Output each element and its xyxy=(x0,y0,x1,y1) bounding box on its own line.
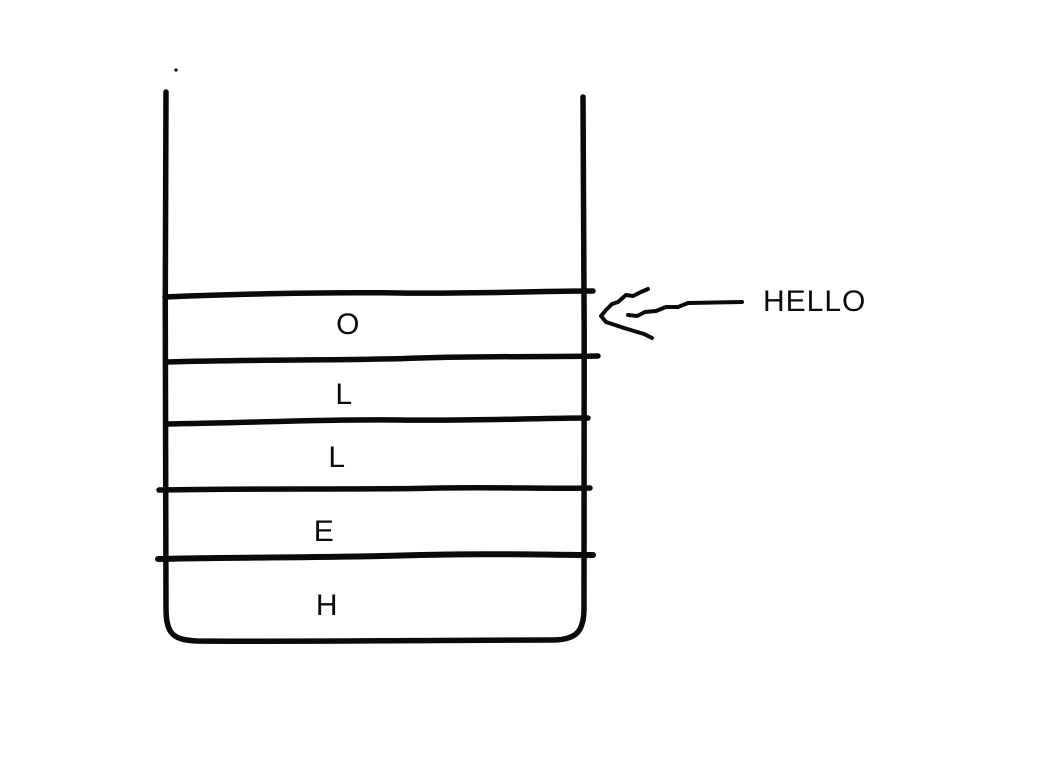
stack-row-divider xyxy=(163,415,591,427)
container-outline xyxy=(162,89,588,645)
annotation-label: HELLO xyxy=(763,285,866,318)
stack-row-divider xyxy=(162,288,596,300)
stack-item-letter: O xyxy=(336,308,360,341)
stack-item-letter: L xyxy=(328,441,345,474)
stack-letters: O L L E H xyxy=(314,308,360,622)
stray-dot xyxy=(174,68,178,72)
ink-strokes xyxy=(155,68,744,645)
stack-item-letter: L xyxy=(335,378,352,411)
annotation-arrow-icon xyxy=(599,287,744,340)
stack-row-divider xyxy=(155,551,596,562)
stack-row-divider xyxy=(156,484,593,493)
stack-row-divider xyxy=(164,353,601,365)
stack-item-letter: H xyxy=(316,589,338,622)
stack-item-letter: E xyxy=(314,515,335,548)
